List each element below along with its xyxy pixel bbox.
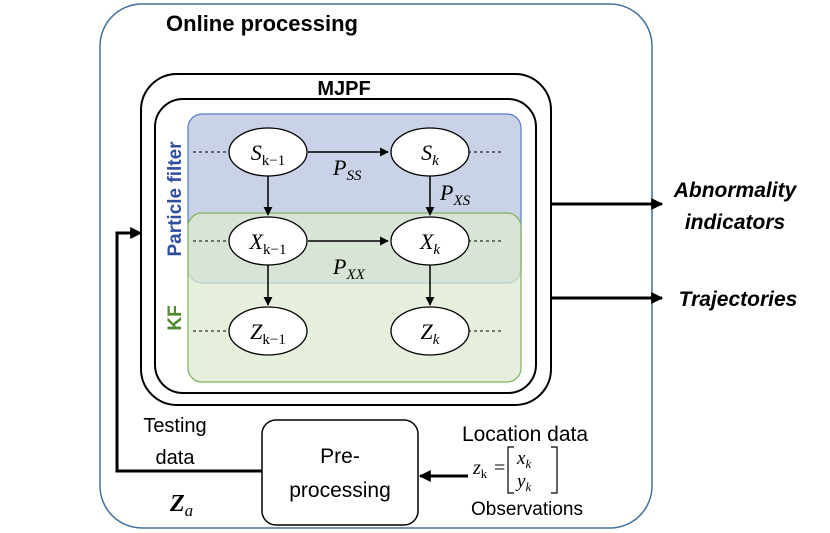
- trajectories-label: Trajectories: [679, 288, 798, 311]
- node-x-prev: Xk−1: [228, 216, 308, 266]
- preprocessing-box: [261, 419, 419, 526]
- particle-filter-label: Particle filter: [165, 141, 186, 257]
- kf-label: KF: [165, 305, 186, 330]
- location-vector: zk = xk yk: [472, 446, 558, 494]
- svg-text:Zk−1: Zk−1: [250, 319, 286, 348]
- svg-text:Zk: Zk: [421, 319, 440, 348]
- preprocessing-line1: Pre-: [320, 445, 360, 468]
- svg-text:Xk−1: Xk−1: [249, 229, 287, 258]
- testing-data-line2: data: [156, 447, 196, 469]
- node-z-cur: Zk: [390, 306, 470, 356]
- mjpf-title: MJPF: [317, 78, 370, 100]
- online-processing-title: Online processing: [166, 11, 358, 36]
- node-s-cur: Sk: [390, 127, 470, 177]
- za-label: Za: [169, 491, 193, 520]
- svg-text:Sk: Sk: [421, 140, 439, 169]
- internal-arrows: [263, 147, 435, 306]
- node-s-prev: Sk−1: [228, 127, 308, 177]
- label-pss: PSS: [332, 155, 362, 184]
- svg-text:Sk−1: Sk−1: [251, 140, 285, 169]
- label-pxs: PXS: [439, 180, 471, 209]
- svg-text:yk: yk: [515, 471, 531, 494]
- svg-text:zk: zk: [472, 457, 488, 481]
- node-z-prev: Zk−1: [228, 306, 308, 356]
- label-pxx: PXX: [332, 254, 366, 283]
- svg-text:xk: xk: [516, 448, 531, 471]
- testing-data-line1: Testing: [143, 415, 206, 437]
- preprocessing-line2: processing: [289, 479, 391, 502]
- node-x-cur: Xk: [390, 216, 470, 266]
- abnormality-label-line2: indicators: [685, 211, 785, 234]
- feedback-arrow: [115, 227, 262, 473]
- location-data-title: Location data: [462, 423, 588, 446]
- svg-text:=: =: [494, 457, 505, 479]
- abnormality-label-line1: Abnormality: [673, 179, 798, 202]
- observations-label: Observations: [471, 499, 583, 520]
- svg-text:Xk: Xk: [419, 229, 440, 258]
